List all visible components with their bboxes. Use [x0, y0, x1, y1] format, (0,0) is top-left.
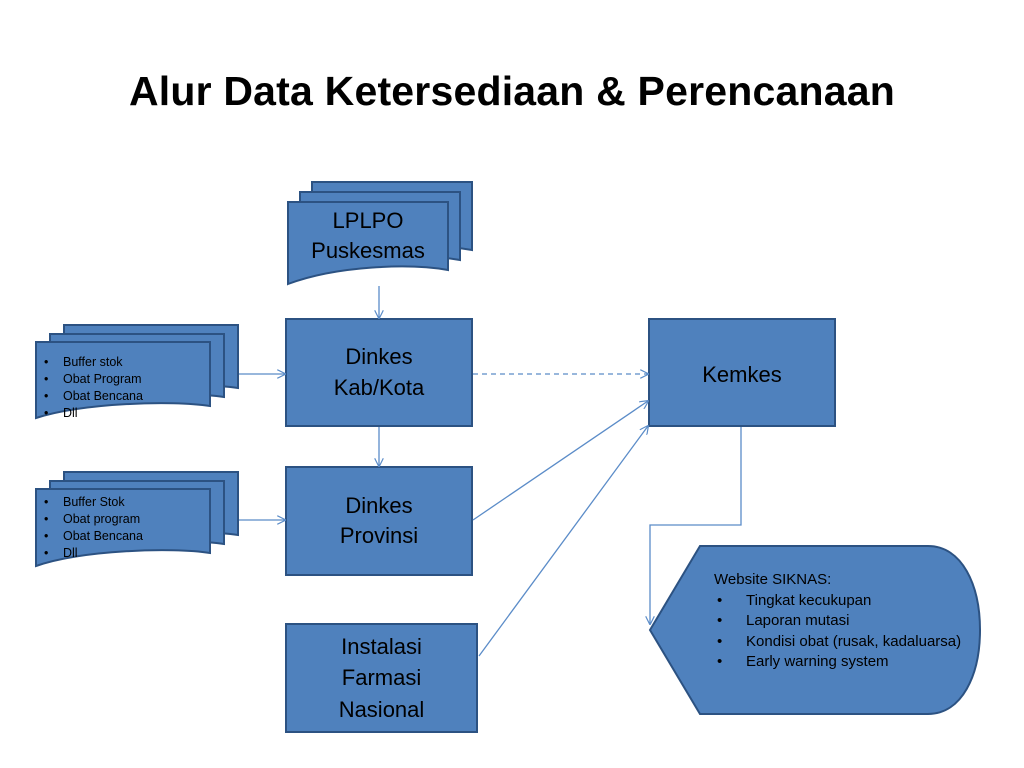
kemkes-label: Kemkes [702, 362, 782, 387]
list-item: Dll [36, 545, 211, 562]
dinkes-prov-label: Dinkes Provinsi [339, 492, 419, 548]
list-item: Obat Bencana [36, 528, 211, 545]
siknas-text: Website SIKNAS: Tingkat kecukupan Lapora… [714, 570, 964, 673]
list-item: Dll [36, 405, 211, 422]
list-item: Buffer stok [36, 354, 211, 371]
siknas-heading: Website SIKNAS: [714, 571, 832, 588]
slide-title: Alur Data Ketersediaan & Perencanaan [128, 68, 895, 114]
list-item: Tingkat kecukupan [714, 591, 964, 612]
arrow-prov-to-kemkes [472, 401, 648, 521]
dinkes-kab-box [285, 318, 473, 427]
dinkes-prov-box [285, 466, 473, 576]
ifn-label: Instalasi Farmasi Nasional [338, 634, 425, 722]
lplpo-document-shape [287, 181, 473, 286]
list-item: Obat program [36, 511, 211, 528]
dinkes-kab-label: Dinkes Kab/Kota [333, 344, 425, 400]
list-item: Kondisi obat (rusak, kadaluarsa) [714, 632, 964, 653]
list-item: Laporan mutasi [714, 611, 964, 632]
list-item: Obat Bencana [36, 388, 211, 405]
ifn-box [285, 623, 478, 733]
siknas-list: Tingkat kecukupan Laporan mutasi Kondisi… [714, 591, 964, 673]
kab-doc-list: Buffer stok Obat Program Obat Bencana Dl… [36, 354, 211, 422]
list-item: Buffer Stok [36, 494, 211, 511]
arrow-ifn-to-kemkes [478, 426, 648, 657]
list-item: Early warning system [714, 652, 964, 673]
prov-doc-list: Buffer Stok Obat program Obat Bencana Dl… [36, 494, 211, 562]
kemkes-box [648, 318, 836, 427]
arrow-kemkes-to-siknas [650, 427, 742, 624]
lplpo-label: LPLPO Puskesmas [311, 207, 425, 263]
list-item: Obat Program [36, 371, 211, 388]
